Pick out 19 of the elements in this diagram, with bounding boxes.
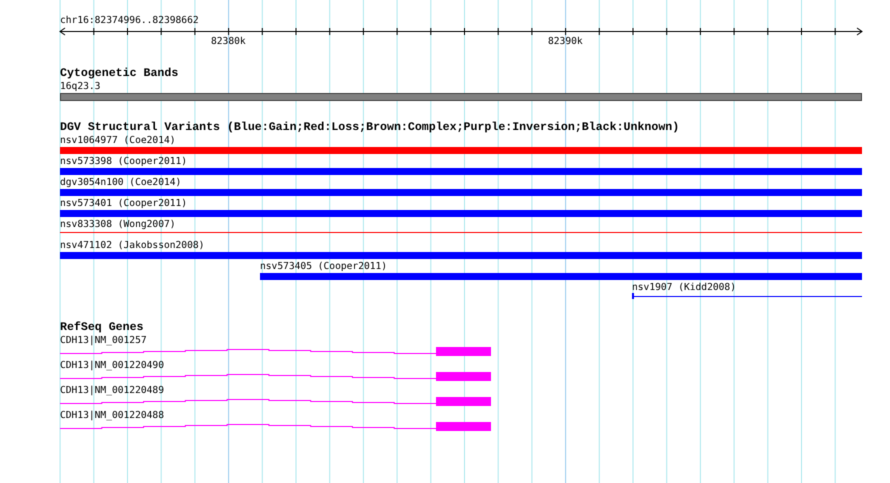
feature-label: nsv833308 (Wong2007) (60, 219, 176, 231)
feature-label: 16q23.3 (60, 81, 100, 93)
feature-label: nsv573405 (Cooper2011) (260, 261, 388, 273)
feature-label: nsv573401 (Cooper2011) (60, 198, 188, 210)
feature-label: nsv1907 (Kidd2008) (632, 282, 736, 294)
feature-label: dgv3054n100 (Coe2014) (60, 177, 182, 189)
feature-label: CDH13|NM_001220490 (60, 360, 164, 372)
position-label: chr16:82374996..82398662 (60, 15, 199, 27)
feature-label: CDH13|NM_001257 (60, 335, 147, 347)
track-heading: RefSeq Genes (60, 322, 144, 334)
feature-label: CDH13|NM_001220488 (60, 410, 164, 422)
feature-label: nsv573398 (Cooper2011) (60, 156, 188, 168)
track-heading: Cytogenetic Bands (60, 68, 178, 80)
track-heading: DGV Structural Variants (Blue:Gain;Red:Loss;Brown:Complex;Purple:Inversion;Black:Unknown) (60, 122, 680, 134)
feature-label: nsv1064977 (Coe2014) (60, 135, 176, 147)
tick-label: 82390k (548, 36, 583, 48)
feature-label: CDH13|NM_001220489 (60, 385, 164, 397)
feature-label: nsv471102 (Jakobsson2008) (60, 240, 204, 252)
tick-label: 82380k (211, 36, 246, 48)
